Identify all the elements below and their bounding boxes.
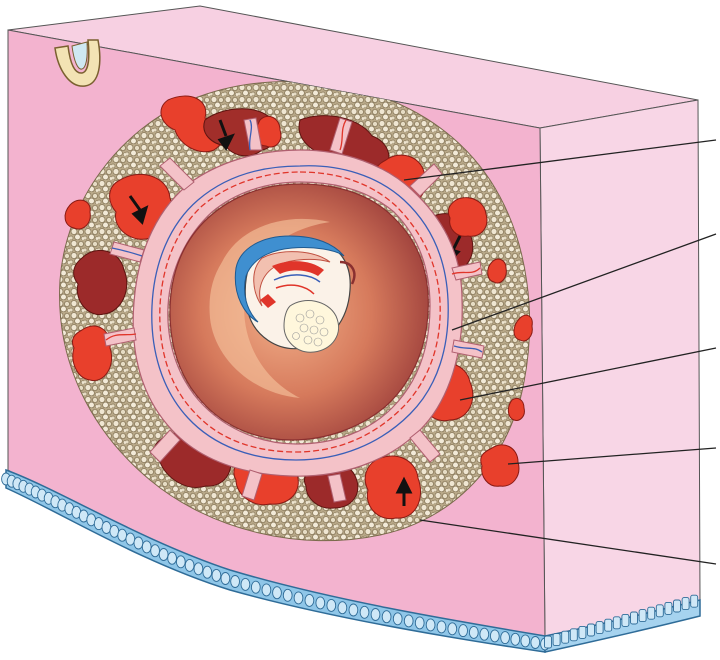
epithelial-cell [648, 607, 655, 619]
epithelial-cell [490, 630, 499, 642]
epithelial-cell [501, 632, 510, 644]
epithelial-cell [168, 552, 177, 564]
epithelial-cell [159, 549, 168, 561]
epithelial-cell [596, 622, 603, 634]
epithelial-cell [134, 537, 143, 549]
epithelial-cell [448, 623, 457, 635]
epithelial-cell [469, 626, 478, 638]
epithelial-cell [437, 621, 446, 633]
epithelial-cell [459, 625, 468, 637]
epithelial-cell [360, 606, 369, 618]
epithelial-cell [338, 602, 347, 614]
epithelial-cell [185, 559, 194, 571]
epithelial-cell [613, 617, 620, 629]
epithelial-cell [327, 599, 336, 611]
epithelial-cell [639, 610, 646, 622]
epithelial-cell [393, 613, 402, 625]
epithelial-cell [273, 587, 282, 599]
epithelial-cell [142, 541, 151, 553]
epithelial-cell [691, 595, 698, 607]
epithelial-cell [349, 604, 358, 616]
epithelial-cell [415, 617, 424, 629]
epithelial-cell [194, 563, 203, 575]
lacuna [365, 456, 420, 519]
lacuna [481, 445, 519, 486]
epithelial-cell [656, 605, 663, 617]
epithelial-cell [480, 628, 489, 640]
epithelial-cell [294, 592, 303, 604]
epithelial-cell [118, 529, 127, 541]
epithelial-cell [203, 566, 212, 578]
epithelial-cell [371, 609, 380, 621]
epithelial-cell [221, 573, 230, 585]
epithelial-cell [426, 619, 435, 631]
epithelial-cell [631, 612, 638, 624]
epithelial-cell [674, 600, 681, 612]
epithelial-cell [176, 556, 185, 568]
epithelial-cell [404, 615, 413, 627]
epithelial-cell [305, 594, 314, 606]
epithelial-cell [665, 602, 672, 614]
epithelial-cell [521, 635, 530, 647]
epithelial-cell [511, 633, 520, 645]
epithelial-cell [545, 636, 552, 648]
epithelial-cell [553, 634, 560, 646]
epithelial-cell [231, 576, 240, 588]
epithelial-cell [622, 614, 629, 626]
epithelial-cell [241, 578, 250, 590]
epithelial-cell [570, 629, 577, 641]
tissue-side-face [540, 100, 700, 638]
epithelial-cell [316, 597, 325, 609]
epithelial-cell [262, 584, 271, 596]
epithelial-cell [251, 581, 260, 593]
epithelial-cell [605, 619, 612, 631]
epithelial-cell [212, 569, 221, 581]
epithelial-cell [682, 598, 689, 610]
epithelial-cell [382, 611, 391, 623]
lacuna [508, 398, 524, 420]
epithelial-cell [283, 589, 292, 601]
epithelial-cell [126, 533, 135, 545]
lacuna [448, 198, 487, 237]
epithelial-cell [562, 631, 569, 643]
epithelial-cell [151, 545, 160, 557]
epithelial-cell [531, 637, 540, 649]
epithelial-cell [579, 626, 586, 638]
epithelial-cell [588, 624, 595, 636]
